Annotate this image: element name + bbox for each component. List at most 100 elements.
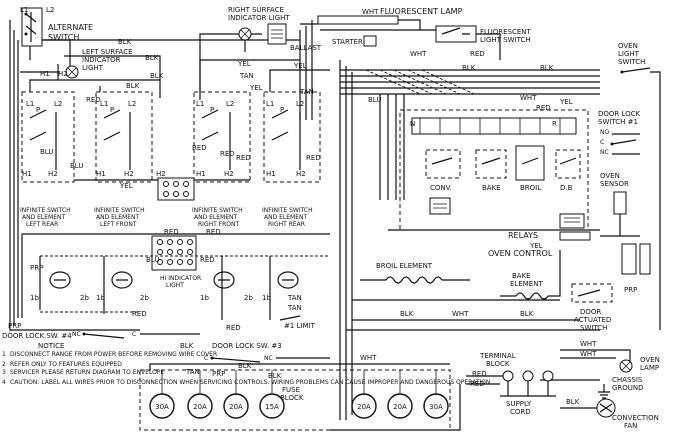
svg-text:CONV.: CONV. — [430, 184, 452, 192]
broil-element-label: BROIL ELEMENT — [376, 262, 433, 270]
svg-text:P: P — [280, 106, 284, 114]
svg-text:L1: L1 — [266, 100, 274, 108]
svg-text:H1: H1 — [266, 170, 276, 178]
svg-text:2b: 2b — [80, 294, 89, 302]
svg-text:BLK: BLK — [462, 64, 476, 72]
svg-text:PRP: PRP — [624, 286, 637, 294]
svg-text:H2: H2 — [124, 170, 134, 178]
svg-text:WHT: WHT — [362, 8, 379, 16]
svg-text:H2: H2 — [296, 170, 306, 178]
svg-text:BLK: BLK — [540, 64, 554, 72]
svg-text:BLU: BLU — [70, 162, 83, 170]
svg-text:4: 4 — [2, 379, 6, 386]
svg-text:BLK: BLK — [566, 398, 580, 406]
svg-text:TAN: TAN — [299, 88, 314, 96]
fuse-rating-5: 20A — [357, 403, 371, 411]
svg-text:BLU: BLU — [146, 256, 159, 264]
svg-text:BLK: BLK — [268, 372, 282, 380]
svg-text:2: 2 — [2, 361, 6, 368]
svg-text:2b: 2b — [244, 294, 253, 302]
svg-text:WHT: WHT — [410, 50, 427, 58]
svg-text:2b: 2b — [140, 294, 149, 302]
svg-text:BAKE: BAKE — [482, 184, 501, 192]
relay-db: D.B — [555, 149, 581, 192]
l1-label: L1 — [20, 6, 28, 14]
svg-text:1b: 1b — [262, 294, 271, 302]
svg-text:NC: NC — [600, 149, 609, 156]
svg-text:P: P — [210, 106, 214, 114]
surface-element-right-front: 1b 2b — [200, 271, 253, 302]
fuse-rating-3: 20A — [229, 403, 243, 411]
svg-text:N: N — [410, 120, 415, 128]
svg-text:BLK: BLK — [126, 82, 140, 90]
svg-text:L1: L1 — [100, 100, 108, 108]
svg-text:H2: H2 — [156, 170, 166, 178]
svg-text:WHT: WHT — [520, 94, 537, 102]
limit-switch-1: #1 LIMIT — [279, 315, 316, 330]
svg-text:RED: RED — [236, 154, 251, 162]
fuse-rating-1: 30A — [155, 403, 169, 411]
svg-text:H2: H2 — [58, 70, 68, 78]
door-lock-switch-4: DOOR LOCK SW. #4 NC C — [2, 331, 200, 340]
svg-text:C: C — [204, 355, 208, 362]
svg-text:3: 3 — [2, 369, 6, 376]
svg-text:H1: H1 — [96, 170, 106, 178]
svg-text:RED: RED — [206, 228, 221, 236]
svg-text:RED: RED — [200, 256, 215, 264]
svg-text:1b: 1b — [200, 294, 209, 302]
surface-terminal-block — [157, 177, 195, 201]
svg-text:WHT: WHT — [580, 340, 597, 348]
fluorescent-lamp: WHT FLUORESCENT LAMP — [317, 7, 463, 25]
svg-text:RED: RED — [226, 324, 241, 332]
svg-text:BLU: BLU — [40, 148, 53, 156]
notice-item-2: REFER ONLY TO FEATURES EQUIPPED — [10, 361, 122, 368]
svg-text:TAN: TAN — [185, 368, 200, 376]
svg-text:H1: H1 — [196, 170, 206, 178]
svg-text:L2: L2 — [128, 100, 136, 108]
svg-text:BLK: BLK — [145, 54, 159, 62]
door-lock-3-label: DOOR LOCK SW. #3 — [212, 342, 282, 350]
notice: NOTICE 1 DISCONNECT RANGE FROM POWER BEF… — [2, 342, 490, 386]
svg-text:RED: RED — [192, 144, 207, 152]
ballast: BALLAST — [267, 23, 322, 52]
svg-text:BLK: BLK — [150, 72, 164, 80]
svg-text:P: P — [110, 106, 114, 114]
limit-label: #1 LIMIT — [284, 322, 316, 330]
svg-text:D.B: D.B — [560, 184, 573, 192]
svg-text:PRP: PRP — [212, 370, 225, 378]
svg-text:YEL: YEL — [237, 60, 251, 68]
surface-element-left-front: 1b 2b — [96, 271, 149, 302]
svg-text:RED: RED — [86, 96, 101, 104]
svg-text:NC: NC — [264, 355, 273, 362]
svg-text:RED: RED — [536, 104, 551, 112]
fuse-rating-2: 20A — [193, 403, 207, 411]
notice-title: NOTICE — [38, 342, 64, 350]
svg-text:R: R — [552, 120, 557, 128]
relay-bake: BAKE — [475, 149, 507, 192]
